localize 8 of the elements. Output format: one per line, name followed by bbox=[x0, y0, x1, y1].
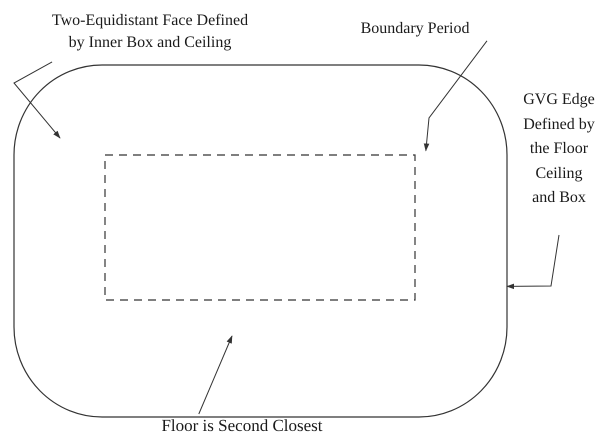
arrow bbox=[198, 335, 232, 414]
leader-line bbox=[424, 40, 488, 152]
arrow bbox=[13, 61, 61, 139]
annotation-label: Boundary Period bbox=[340, 18, 490, 42]
annotation-label: Two-Equidistant Face Defined by Inner Box and Ceiling bbox=[48, 10, 252, 56]
annotation-label: Floor is Second Closest bbox=[122, 414, 362, 440]
leader-line bbox=[506, 234, 560, 290]
annotation-label: GVG Edge Defined by the Floor Ceiling and Box bbox=[522, 88, 596, 238]
